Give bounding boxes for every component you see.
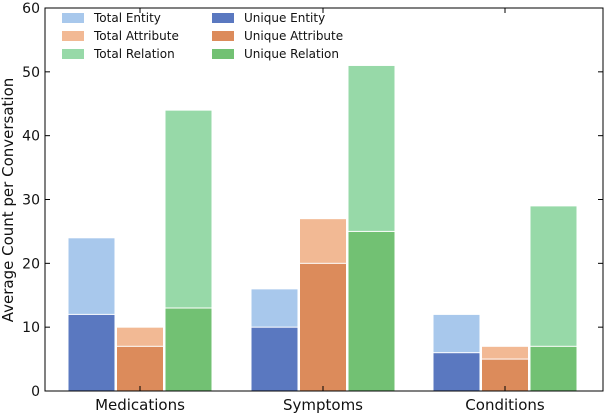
legend-swatch-total-attribute xyxy=(62,31,84,41)
bar-unique-relation-symptoms xyxy=(347,230,396,392)
bar-unique-entity-conditions xyxy=(432,352,481,392)
legend-label-total-attribute: Total Attribute xyxy=(93,29,179,43)
x-tick-label-conditions: Conditions xyxy=(465,396,545,414)
y-tick-label: 60 xyxy=(22,1,40,17)
y-tick-label: 0 xyxy=(31,384,40,400)
y-axis-title: Average Count per Conversation xyxy=(0,78,17,323)
x-tick-label-medications: Medications xyxy=(95,396,185,414)
bar-unique-entity-symptoms xyxy=(250,326,299,392)
y-tick-label: 50 xyxy=(22,65,40,81)
bar-unique-attribute-symptoms xyxy=(299,262,347,392)
legend-label-unique-attribute: Unique Attribute xyxy=(244,29,343,43)
legend-swatch-unique-relation xyxy=(212,49,234,59)
bar-unique-entity-medications xyxy=(67,313,116,392)
bar-unique-attribute-medications xyxy=(116,345,164,392)
legend-swatch-total-relation xyxy=(62,49,84,59)
y-tick-label: 40 xyxy=(22,129,40,145)
legend-label-total-entity: Total Entity xyxy=(93,11,161,25)
x-tick-label-symptoms: Symptoms xyxy=(283,396,363,414)
y-tick-label: 30 xyxy=(22,193,40,209)
legend-swatch-unique-attribute xyxy=(212,31,234,41)
bar-unique-relation-medications xyxy=(164,307,213,392)
bars-layer xyxy=(67,64,578,392)
legend-label-unique-entity: Unique Entity xyxy=(244,11,325,25)
legend-swatch-total-entity xyxy=(62,13,84,23)
legend-label-unique-relation: Unique Relation xyxy=(244,47,339,61)
y-tick-label: 20 xyxy=(22,256,40,272)
y-tick-label: 10 xyxy=(22,320,40,336)
legend-swatch-unique-entity xyxy=(212,13,234,23)
legend-label-total-relation: Total Relation xyxy=(93,47,175,61)
bar-unique-relation-conditions xyxy=(529,345,578,392)
